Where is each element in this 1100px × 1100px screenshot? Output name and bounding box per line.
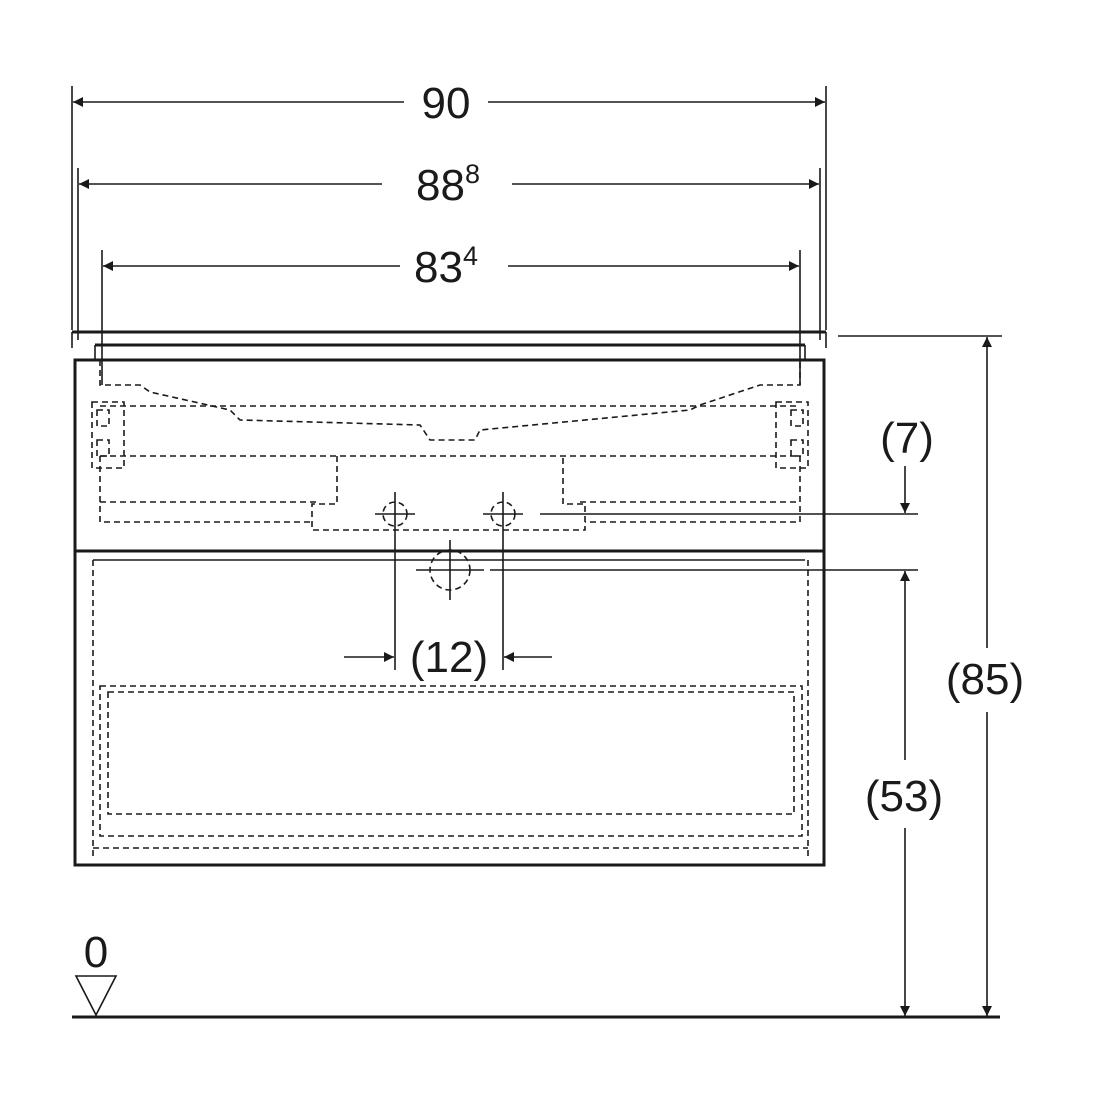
hidden-lines <box>91 360 809 858</box>
dimension-top-to-drain: (7) <box>880 414 934 513</box>
extension-lines <box>71 86 1002 670</box>
dimension-body-width-label: 888 <box>416 159 480 210</box>
floor-level-symbol <box>74 975 118 1017</box>
dimension-total-height-label: (85) <box>946 655 1024 704</box>
dimension-overall-width-label: 90 <box>422 79 471 128</box>
dimension-inner-width-label: 834 <box>414 241 478 292</box>
dimension-body-width: 888 <box>79 159 819 210</box>
cabinet-outline <box>73 358 826 867</box>
dimension-top-to-drain-label: (7) <box>880 414 934 463</box>
drain-outlet <box>416 540 484 600</box>
washbasin-top <box>71 330 827 360</box>
dimension-inner-width: 834 <box>103 241 799 292</box>
floor-level-label: 0 <box>84 928 108 977</box>
dimension-tap-spacing-label: (12) <box>410 633 488 682</box>
dimension-overall-width: 90 <box>73 79 825 128</box>
dimension-drain-height: (53) <box>865 571 943 1016</box>
dimension-drain-height-label: (53) <box>865 772 943 821</box>
tap-holes <box>375 492 523 536</box>
dimension-total-height: (85) <box>946 337 1024 1016</box>
dimension-tap-spacing: (12) <box>344 633 552 682</box>
